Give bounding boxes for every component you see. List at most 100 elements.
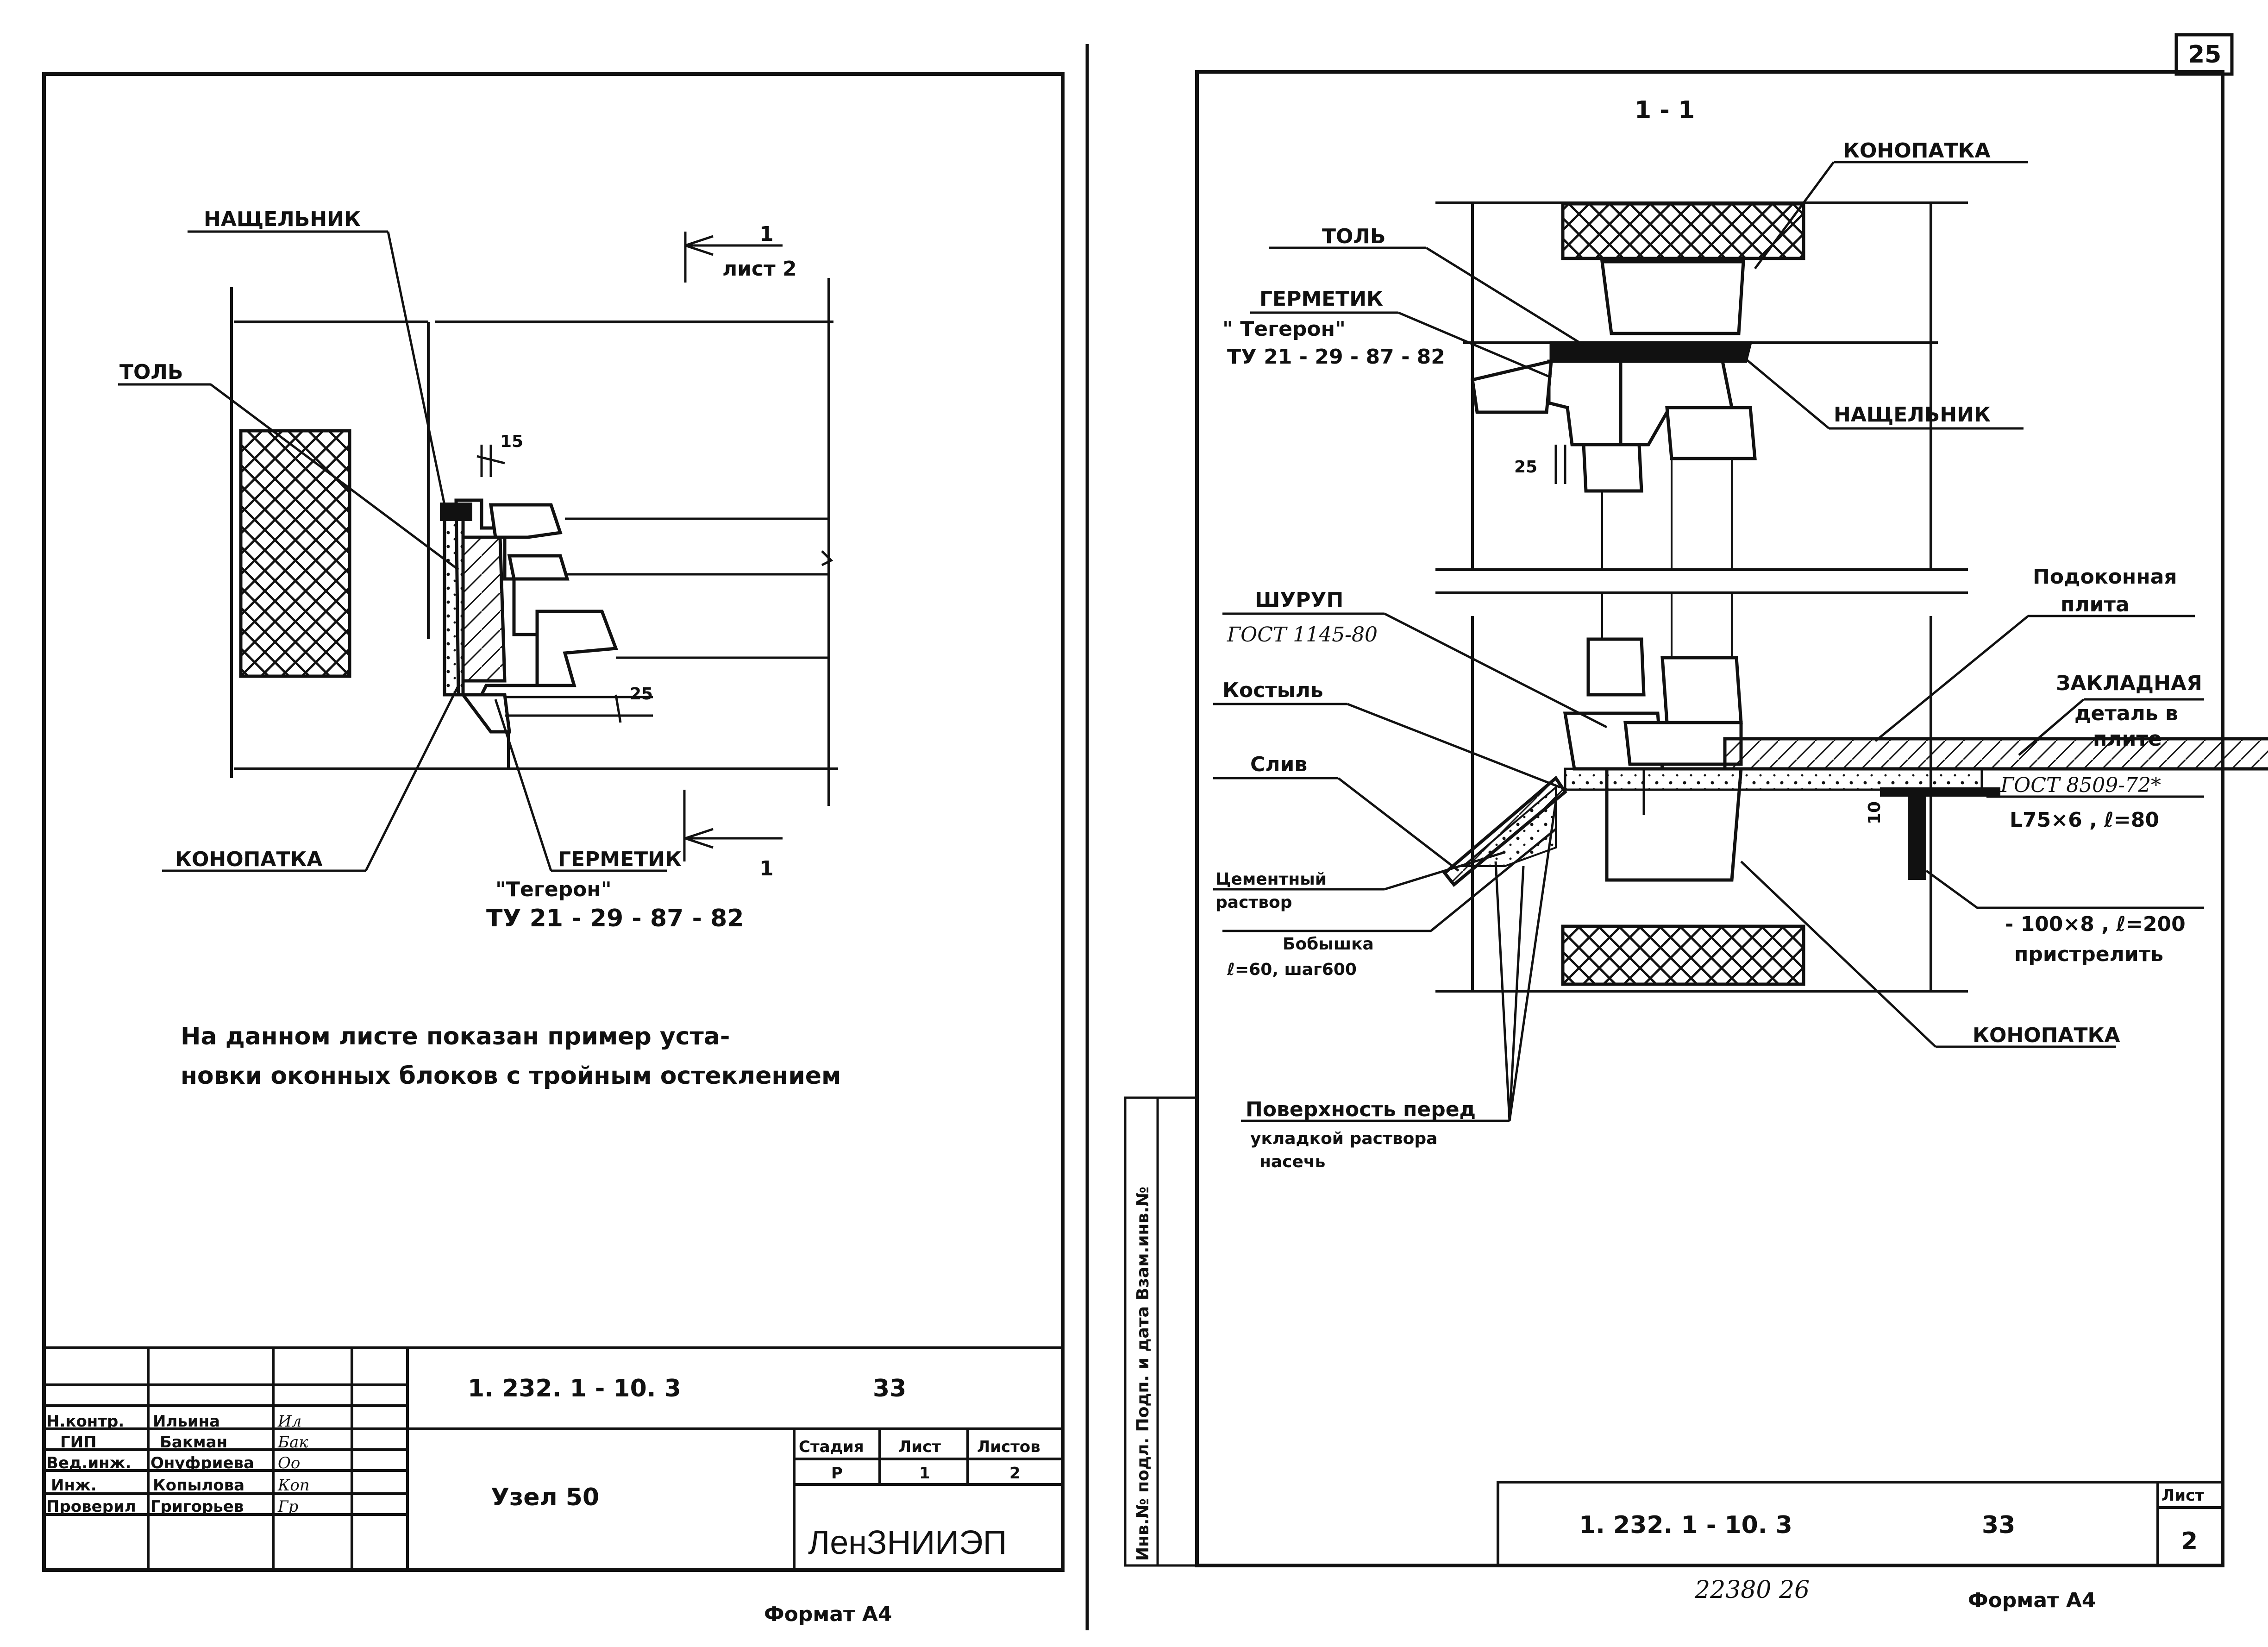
right-label-tegeron: " Тегерон" <box>1222 317 1346 341</box>
right-tb-sheet-header: Лист <box>2161 1486 2204 1505</box>
right-leaders <box>1213 161 2204 1122</box>
left-leaders <box>118 230 783 872</box>
left-nashchelnik-plate <box>440 503 472 521</box>
tb-role-3: Вед.инж. <box>46 1454 131 1472</box>
left-title-block-people: Н.контр. Ильина Ил ГИП Бакман Бак Вед.ин… <box>46 1412 310 1516</box>
left-tb-stage: Р <box>831 1464 843 1483</box>
right-format: Формат А4 <box>1968 1589 2096 1612</box>
tb-sign-1: Ил <box>277 1412 301 1431</box>
right-label-gost1145: ГОСТ 1145-80 <box>1227 623 1378 647</box>
right-tb-sheet: 2 <box>2181 1528 2198 1555</box>
left-label-tegeron: "Тегерон" <box>495 878 612 901</box>
left-label-section-bottom: 1 <box>759 857 774 880</box>
side-stamp-text: Инв.№ подл. Подп. и дата Взам.инв.№ <box>1134 1187 1153 1561</box>
right-bottom-frame <box>1563 637 1743 882</box>
left-sheet: НАЩЕЛЬНИК ТОЛЬ 15 25 1 лист 2 1 КОНОПАТК… <box>42 72 1065 1626</box>
left-label-dim25: 25 <box>630 685 653 704</box>
left-label-tol: ТОЛЬ <box>119 360 183 384</box>
right-label-cement1: Цементный <box>1215 870 1327 889</box>
right-label-konopatka-top: КОНОПАТКА <box>1843 139 1991 163</box>
left-glazing <box>505 517 833 717</box>
tb-name-4: Копылова <box>153 1476 244 1495</box>
left-insulation <box>239 429 351 678</box>
left-title-block <box>44 1346 1063 1570</box>
right-label-kostyl: Костыль <box>1222 679 1323 702</box>
tb-role-4: Инж. <box>51 1476 97 1495</box>
right-label-plate1: - 100×8 , ℓ=200 <box>2005 912 2186 936</box>
right-label-bobyshka2: ℓ=60, шаг600 <box>1227 960 1357 979</box>
right-label-sliv: Слив <box>1250 753 1307 776</box>
left-label-section-num: 1 <box>759 222 774 246</box>
side-stamp <box>1124 1096 1198 1567</box>
left-tb-org: ЛенЗНИИЭП <box>808 1524 1007 1561</box>
right-label-germetik: ГЕРМЕТИК <box>1259 287 1383 311</box>
tb-role-2: ГИП <box>60 1433 97 1452</box>
right-label-surface2: укладкой раствора <box>1250 1129 1437 1148</box>
sheet-number-box <box>2174 33 2234 76</box>
left-tb-stage-header: Стадия <box>799 1438 864 1456</box>
right-sill-board <box>1723 737 2268 771</box>
right-label-gost8509: ГОСТ 8509-72* <box>2000 773 2161 797</box>
tb-sign-3: Оо <box>278 1454 300 1472</box>
left-tb-sheet-header: Лист <box>898 1438 941 1456</box>
right-insulation-bottom <box>1561 924 1805 986</box>
left-note-line1: На данном листе показан пример уста- <box>181 1023 730 1050</box>
right-top-frame <box>1471 260 1757 493</box>
right-mortar-wedge <box>1460 785 1557 867</box>
right-label-zakladnaya3: плите <box>2093 727 2162 751</box>
tb-sign-2: Бак <box>277 1433 308 1452</box>
left-window-frame <box>443 498 618 734</box>
tb-name-1: Ильина <box>153 1412 220 1431</box>
right-label-nashchelnik: НАЩЕЛЬНИК <box>1834 403 1991 427</box>
right-label-zakladnaya2: деталь в <box>2074 702 2178 725</box>
left-format: Формат А4 <box>764 1603 892 1626</box>
right-label-tol: ТОЛЬ <box>1322 225 1386 248</box>
left-tb-code-num: 33 <box>873 1375 906 1402</box>
left-label-section-ref: лист 2 <box>722 257 797 281</box>
right-label-angle: L75×6 , ℓ=80 <box>2010 808 2159 832</box>
right-label-plate2: пристрелить <box>2014 943 2163 966</box>
left-tb-sheets-header: Листов <box>977 1438 1040 1456</box>
right-label-bobyshka1: Бобышка <box>1283 935 1374 954</box>
right-embedded-angle-flange <box>1880 787 2000 797</box>
tb-name-3: Онуфриева <box>150 1454 254 1472</box>
left-frame <box>42 72 1065 1572</box>
right-sheet: 25 Инв.№ подл. Подп. и дата Взам.инв.№ 1… <box>1124 33 2268 1612</box>
right-section-title: 1 - 1 <box>1635 96 1695 124</box>
left-tb-sheet: 1 <box>919 1464 930 1483</box>
left-wall <box>230 278 838 806</box>
right-tb-code-num: 33 <box>1982 1511 2015 1539</box>
tb-role-1: Н.контр. <box>46 1412 124 1431</box>
left-label-germetik: ГЕРМЕТИК <box>558 848 682 871</box>
right-label-cement2: раствор <box>1215 893 1292 912</box>
left-label-tu: ТУ 21 - 29 - 87 - 82 <box>486 905 744 932</box>
tb-role-5: Проверил <box>46 1497 136 1516</box>
left-label-nashchelnik: НАЩЕЛЬНИК <box>204 207 361 231</box>
right-label-zakladnaya1: ЗАКЛАДНАЯ <box>2056 672 2202 695</box>
right-label-konopatka-bottom: КОНОПАТКА <box>1973 1024 2120 1047</box>
right-label-surface1: Поверхность перед <box>1246 1098 1476 1121</box>
right-insulation-top <box>1561 202 1805 260</box>
tb-sign-5: Гр <box>277 1497 298 1516</box>
left-tb-code: 1. 232. 1 - 10. 3 <box>468 1375 681 1402</box>
tb-name-2: Бакман <box>160 1433 227 1452</box>
tb-name-5: Григорьев <box>150 1497 244 1516</box>
left-tb-title: Узел 50 <box>491 1484 599 1511</box>
right-label-podokonnaya1: Подоконная <box>2033 565 2177 589</box>
right-label-shurup: ШУРУП <box>1255 588 1343 612</box>
right-tb-code: 1. 232. 1 - 10. 3 <box>1579 1511 1792 1539</box>
left-label-konopatka: КОНОПАТКА <box>175 848 323 871</box>
right-title-block <box>1497 1481 2224 1567</box>
right-label-surface3: насечь <box>1259 1152 1325 1171</box>
right-archive-num: 22380 26 <box>1694 1576 1810 1604</box>
left-label-dim15: 15 <box>500 432 523 451</box>
right-embedded-angle <box>1908 792 1926 880</box>
right-label-dim25: 25 <box>1514 458 1537 477</box>
right-label-dim10: 10 <box>1865 801 1884 824</box>
left-note-line2: новки оконных блоков с тройным остеклени… <box>181 1062 841 1090</box>
right-label-podokonnaya2: плита <box>2061 593 2130 616</box>
right-mortar-bed <box>1564 767 1983 791</box>
left-tb-sheets: 2 <box>1009 1464 1021 1483</box>
sheet-number: 25 <box>2188 41 2221 69</box>
